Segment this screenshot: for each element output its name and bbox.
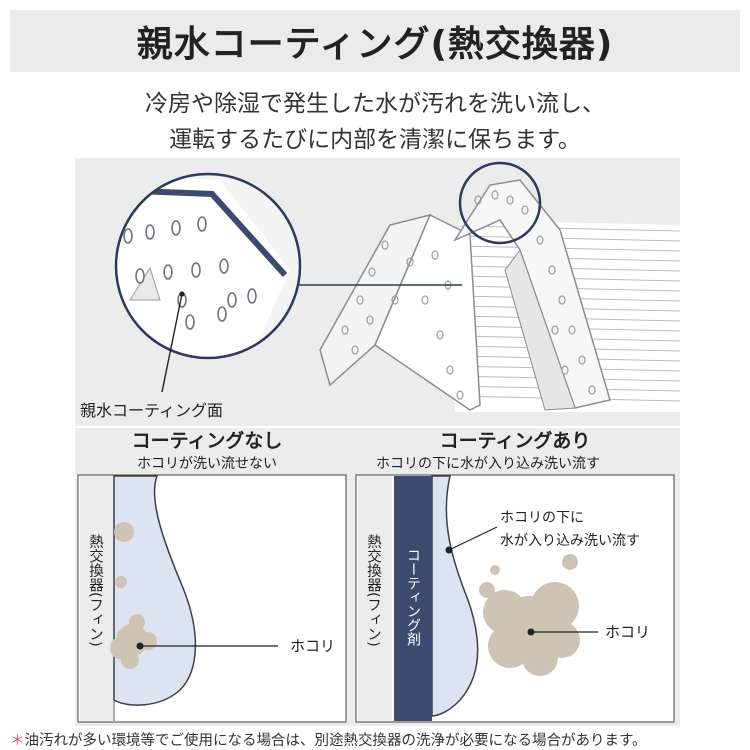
title-bar: 親水コーティング(熱交換器): [10, 10, 740, 72]
right-water-film: [431, 475, 479, 717]
footnote-asterisk: ＊: [10, 733, 25, 749]
right-fin-strip: [358, 476, 392, 721]
coating-layer: [394, 476, 432, 721]
subtitle-line-1: 冷房や除湿で発生した水が汚れを洗い流し、: [145, 91, 605, 117]
footnote-text: 油汚れが多い環境等でご使用になる場合は、別途熱交換器の洗浄が必要になる場合があり…: [24, 733, 647, 749]
left-panel-subheading: ホコリが洗い流せない: [137, 456, 277, 472]
left-fin-label: 熱交換器(フィン): [87, 534, 103, 647]
right-panel-subheading: ホコリの下に水が入り込み洗い流す: [376, 456, 600, 472]
page-title: 親水コーティング(熱交換器): [136, 24, 614, 65]
coating-label: コーティング剤: [405, 548, 421, 647]
left-fin-strip: [80, 476, 114, 721]
footnote: ＊油汚れが多い環境等でご使用になる場合は、別途熱交換器の洗浄が必要になる場合があ…: [10, 729, 647, 750]
left-panel-heading: コーティングなし: [132, 429, 283, 452]
right-dust-label: ホコリ: [605, 623, 650, 641]
subtitle-line-2: 運転するたびに内部を清潔に保ちます。: [169, 127, 581, 153]
water-label-line-2: 水が入り込み洗い流す: [500, 533, 640, 549]
right-panel-heading: コーティングあり: [440, 429, 591, 452]
right-fin-label: 熱交換器(フィン): [365, 534, 381, 647]
left-dust-label: ホコリ: [290, 637, 335, 655]
water-label-line-1: ホコリの下に: [500, 510, 584, 526]
